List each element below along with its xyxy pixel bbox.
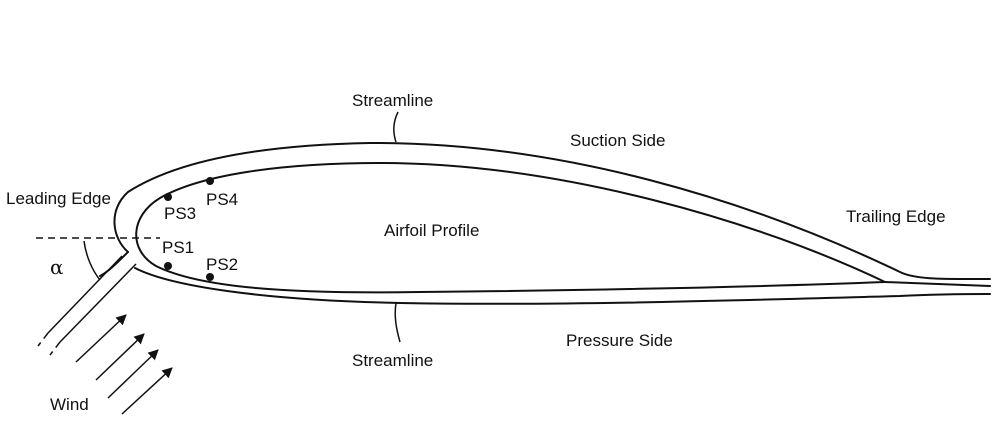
label-pressure-side: Pressure Side: [566, 331, 673, 350]
wind-arrow-4: [121, 367, 173, 415]
wind-arrow-1: [75, 314, 127, 363]
incoming-streamline-upper: [47, 255, 123, 334]
incoming-streamline-tail: [37, 332, 49, 347]
pressure-streamline: [99, 251, 991, 305]
angle-of-attack-arc: [83, 240, 101, 281]
incoming-streamline-tail-2: [49, 341, 61, 356]
label-trailing-edge: Trailing Edge: [846, 207, 946, 226]
streamline-top-leader: [393, 111, 399, 143]
sensor-point-ps1: [164, 262, 172, 270]
sensor-point-ps4: [206, 177, 214, 185]
label-suction-side: Suction Side: [570, 131, 665, 150]
label-streamline-bottom: Streamline: [352, 351, 433, 370]
label-ps4: PS4: [206, 190, 238, 209]
sensor-point-ps2: [206, 273, 214, 281]
airfoil-profile-outline: [135, 162, 886, 294]
incoming-streamline-lower: [59, 263, 137, 343]
trailing-edge-outline: [884, 281, 991, 287]
sensor-point-ps3: [164, 193, 172, 201]
label-ps2: PS2: [206, 255, 238, 274]
suction-streamline: [113, 141, 991, 281]
label-ps3: PS3: [164, 204, 196, 223]
label-leading-edge: Leading Edge: [6, 189, 111, 208]
label-airfoil-profile: Airfoil Profile: [384, 221, 479, 240]
label-ps1: PS1: [162, 238, 194, 257]
wind-arrow-2: [95, 333, 145, 381]
label-wind: Wind: [50, 395, 89, 414]
label-angle-of-attack: α: [50, 255, 64, 279]
wind-arrow-3: [107, 349, 159, 399]
streamline-bottom-leader: [394, 302, 401, 343]
label-streamline-top: Streamline: [352, 91, 433, 110]
